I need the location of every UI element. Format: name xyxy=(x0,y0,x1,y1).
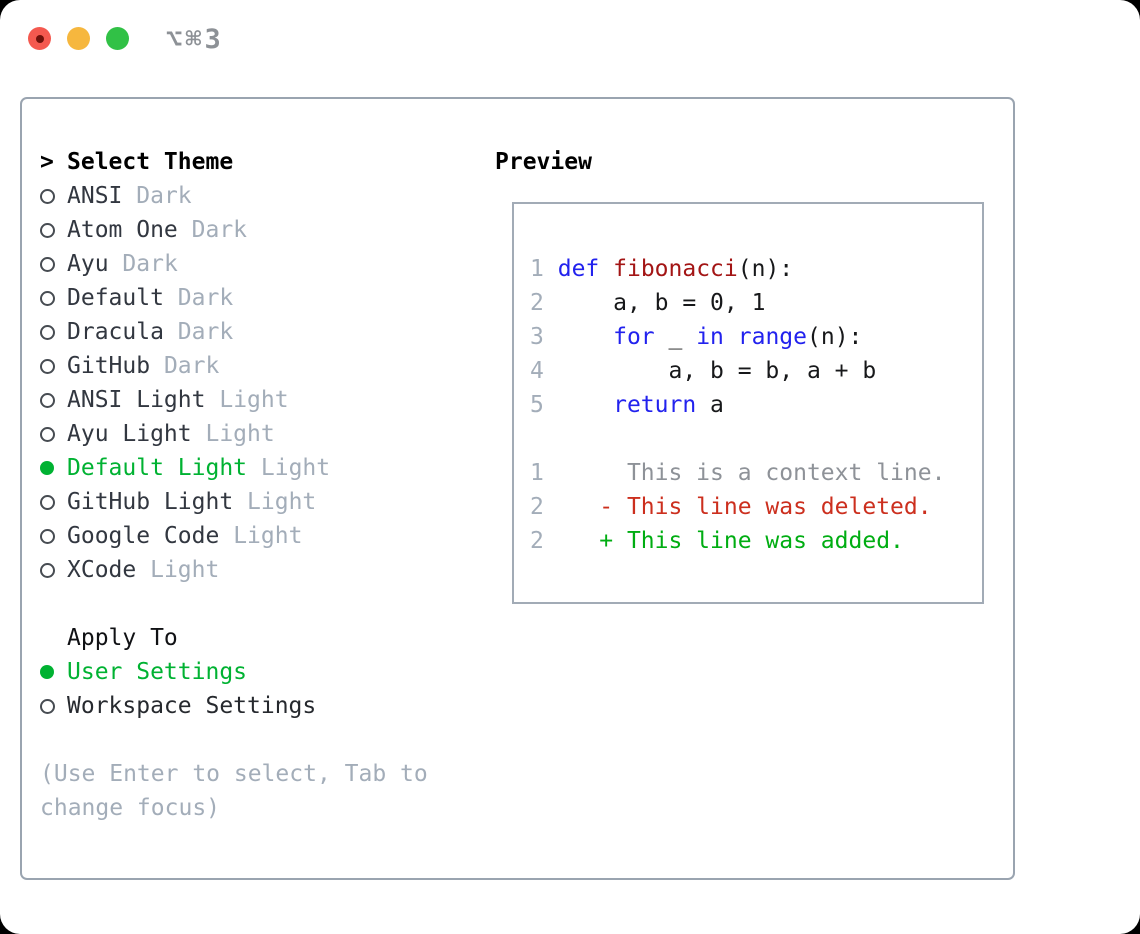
diff-context-line: 1 This is a context line. xyxy=(530,460,946,486)
theme-option-github-dark[interactable]: GitHub Dark xyxy=(40,349,428,383)
select-theme-header: > Select Theme xyxy=(40,145,428,179)
radio-icon xyxy=(40,562,55,578)
apply-to-header: Apply To xyxy=(40,621,428,655)
spacer xyxy=(40,587,428,621)
radio-icon xyxy=(40,222,55,238)
theme-list: > Select Theme ANSI Dark Atom One Dark A… xyxy=(40,145,428,825)
radio-icon xyxy=(40,324,55,340)
radio-selected-icon xyxy=(40,461,54,475)
theme-picker-panel: > Select Theme ANSI Dark Atom One Dark A… xyxy=(20,97,1015,880)
radio-icon xyxy=(40,256,55,272)
preview-title: Preview xyxy=(495,149,592,175)
radio-icon xyxy=(40,290,55,306)
apply-to-option-user-settings[interactable]: User Settings xyxy=(40,655,428,689)
diff-deleted-line: 2 - This line was deleted. xyxy=(530,494,932,520)
theme-option-ansi-light[interactable]: ANSI Light Light xyxy=(40,383,428,417)
close-button[interactable] xyxy=(28,27,51,50)
theme-option-ayu-dark[interactable]: Ayu Dark xyxy=(40,247,428,281)
theme-option-xcode-light[interactable]: XCode Light xyxy=(40,553,428,587)
theme-option-dracula-dark[interactable]: Dracula Dark xyxy=(40,315,428,349)
radio-icon xyxy=(40,392,55,408)
minimize-button[interactable] xyxy=(67,27,90,50)
theme-option-atom-one-dark[interactable]: Atom One Dark xyxy=(40,213,428,247)
code-line-1: 1 def fibonacci(n): xyxy=(530,256,794,282)
window-controls xyxy=(28,27,129,50)
radio-icon xyxy=(40,494,55,510)
theme-option-default-light[interactable]: Default Light Light xyxy=(40,451,428,485)
radio-icon xyxy=(40,698,55,714)
code-line-3: 3 for _ in range(n): xyxy=(530,324,863,350)
radio-icon xyxy=(40,358,55,374)
hint-text-line2: change focus) xyxy=(40,795,221,821)
spacer xyxy=(40,723,428,757)
radio-selected-icon xyxy=(40,665,54,679)
code-line-2: 2 a, b = 0, 1 xyxy=(530,290,766,316)
focus-caret-icon: > xyxy=(40,149,54,175)
radio-icon xyxy=(40,528,55,544)
select-theme-title: Select Theme xyxy=(67,149,234,175)
theme-option-default-dark[interactable]: Default Dark xyxy=(40,281,428,315)
window-title: ⌥⌘3 xyxy=(166,24,224,55)
apply-to-option-workspace-settings[interactable]: Workspace Settings xyxy=(40,689,428,723)
radio-icon xyxy=(40,188,55,204)
apply-to-title: Apply To xyxy=(67,625,178,651)
zoom-button[interactable] xyxy=(106,27,129,50)
hint-text-line1: (Use Enter to select, Tab to xyxy=(40,761,428,787)
theme-option-ansi-dark[interactable]: ANSI Dark xyxy=(40,179,428,213)
theme-option-ayu-light[interactable]: Ayu Light Light xyxy=(40,417,428,451)
preview-pane: 1 def fibonacci(n): 2 a, b = 0, 1 3 for … xyxy=(512,202,984,604)
code-line-5: 5 return a xyxy=(530,392,724,418)
theme-option-github-light[interactable]: GitHub Light Light xyxy=(40,485,428,519)
theme-option-google-code[interactable]: Google Code Light xyxy=(40,519,428,553)
diff-added-line: 2 + This line was added. xyxy=(530,528,904,554)
spacer-line xyxy=(530,422,968,456)
radio-icon xyxy=(40,426,55,442)
code-line-4: 4 a, b = b, a + b xyxy=(530,358,877,384)
